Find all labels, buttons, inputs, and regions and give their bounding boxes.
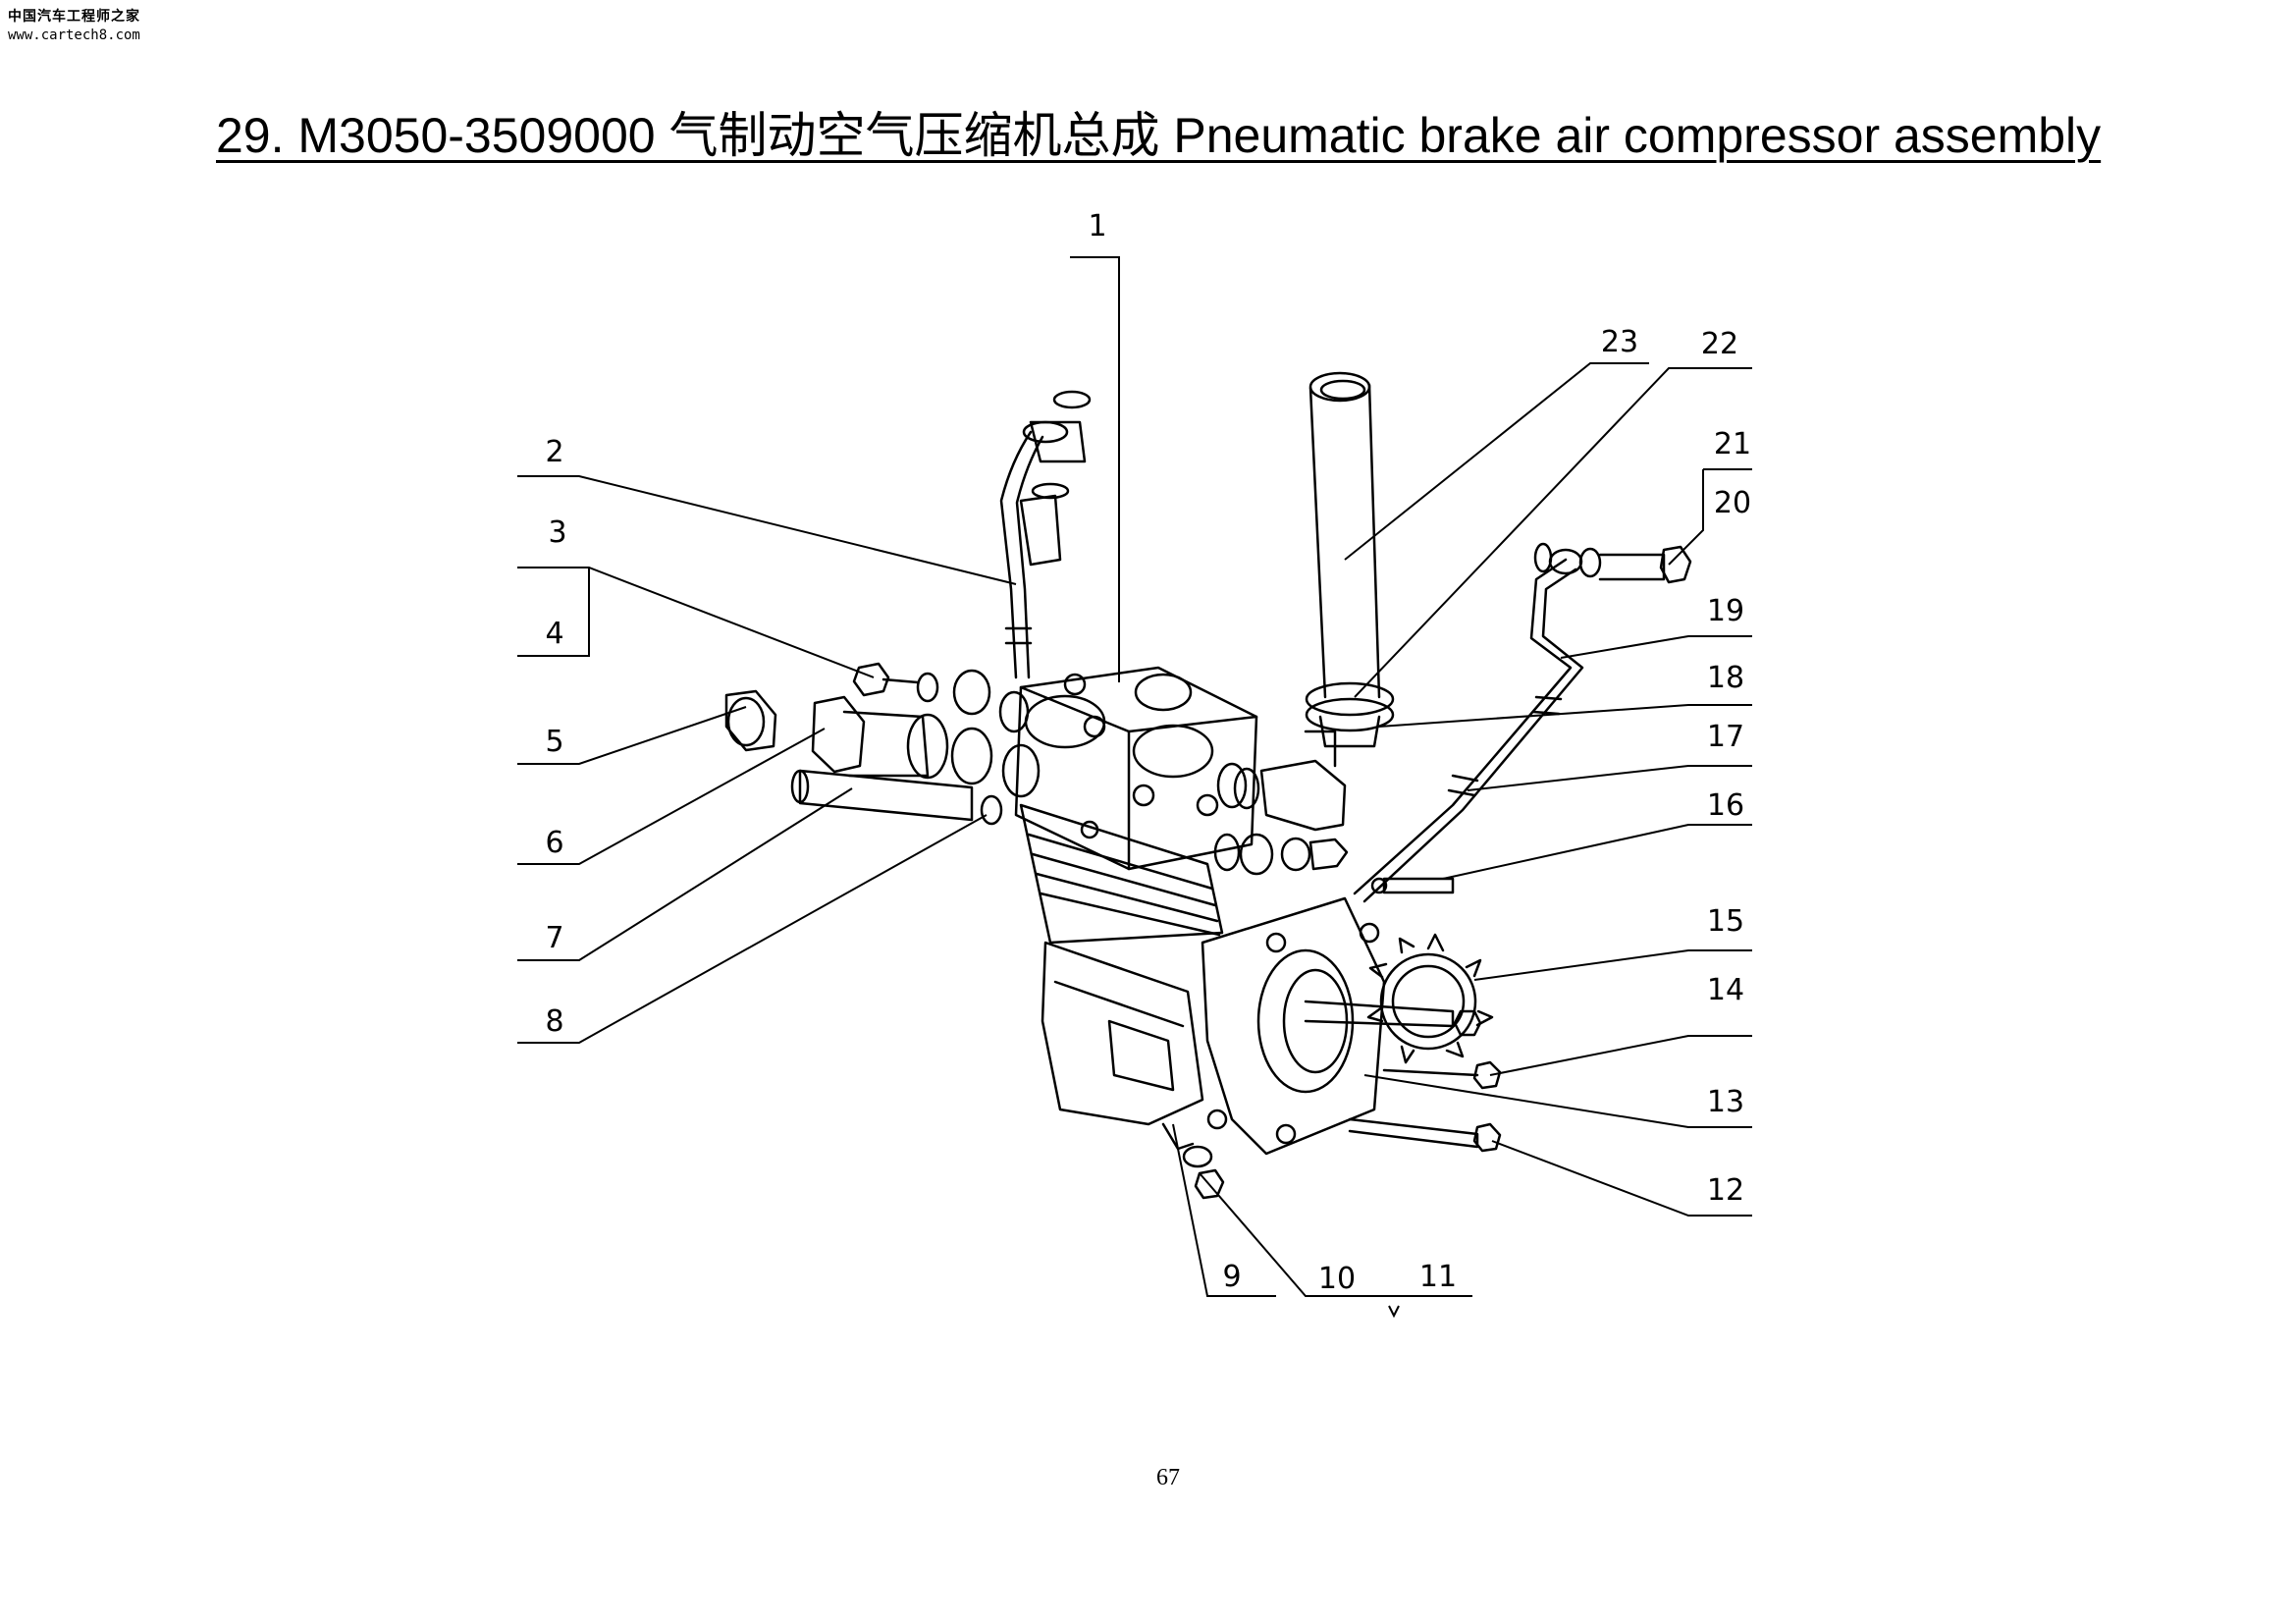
page-number: 67 bbox=[1156, 1465, 1180, 1490]
callout-17: 17 bbox=[1707, 720, 1744, 754]
compressor-drawing bbox=[724, 371, 1692, 1200]
callout-14: 14 bbox=[1707, 973, 1744, 1007]
callout-19: 19 bbox=[1707, 594, 1744, 628]
callout-5: 5 bbox=[545, 725, 563, 759]
callout-4: 4 bbox=[545, 617, 563, 651]
callout-13: 13 bbox=[1707, 1085, 1744, 1119]
callout-7: 7 bbox=[545, 921, 563, 955]
callout-labels: 1 2 3 4 5 6 7 8 9 10 11 12 13 14 15 16 1… bbox=[545, 209, 1751, 1296]
callout-8: 8 bbox=[545, 1004, 563, 1039]
callout-22: 22 bbox=[1701, 327, 1738, 361]
callout-11: 11 bbox=[1419, 1260, 1457, 1294]
callout-23: 23 bbox=[1601, 325, 1638, 359]
callout-6: 6 bbox=[545, 826, 563, 860]
callout-9: 9 bbox=[1222, 1260, 1241, 1294]
page-title: 29. M3050-3509000 气制动空气压缩机总成 Pneumatic b… bbox=[216, 108, 2102, 163]
callout-2: 2 bbox=[545, 435, 563, 469]
callout-10: 10 bbox=[1318, 1262, 1356, 1296]
callout-12: 12 bbox=[1707, 1173, 1744, 1208]
callout-3: 3 bbox=[548, 515, 566, 550]
watermark-site-name: 中国汽车工程师之家 bbox=[8, 9, 140, 25]
callout-16: 16 bbox=[1707, 788, 1744, 823]
callout-1: 1 bbox=[1088, 209, 1106, 243]
callout-21: 21 bbox=[1714, 427, 1751, 461]
watermark-url: www.cartech8.com bbox=[8, 27, 140, 43]
callout-20: 20 bbox=[1714, 486, 1751, 520]
callout-15: 15 bbox=[1707, 904, 1744, 939]
callout-18: 18 bbox=[1707, 661, 1744, 695]
leader-lines bbox=[517, 256, 1752, 1319]
